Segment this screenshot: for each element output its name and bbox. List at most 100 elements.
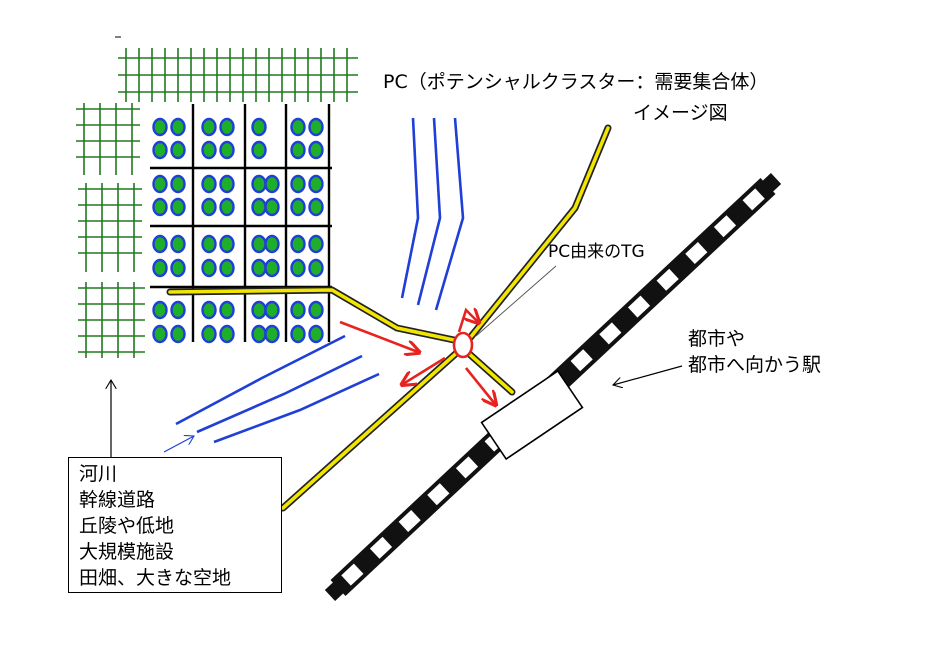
cluster-dot [264,174,280,194]
railway-tie [668,253,696,280]
cluster-dot [152,117,168,137]
cluster-dot [201,117,217,137]
cluster-dot [308,117,324,137]
station [480,369,584,461]
cluster-block-grid [150,104,332,342]
cluster-dot [251,140,267,160]
cluster-dot [219,258,235,278]
cluster-dot [152,197,168,217]
flow-arrow-down-left [403,356,446,384]
cluster-dot [264,234,280,254]
tg-node [452,331,474,359]
cluster-dot [170,117,186,137]
cluster-dot [251,117,267,137]
river-legend-arrow [163,436,194,453]
flow-arrow-to-station [464,367,495,404]
railway-tie [697,226,724,253]
cluster-dot [170,324,186,344]
flow-arrow-into-tg [339,320,418,352]
cluster-dot [290,300,306,320]
railway-tie [582,333,610,360]
cluster-dot [219,234,235,254]
railway-tie [640,280,667,307]
legend-box: 河川 幹線道路 丘陵や低地 大規模施設 田畑、大きな空地 [68,457,282,593]
cluster-dot [264,197,280,217]
cluster-dot [170,174,186,194]
cluster-dot [290,258,306,278]
cluster-dot [251,174,267,194]
cluster-dot [308,324,324,344]
cluster-dot [290,140,306,160]
station-label-line2: 都市へ向かう駅 [688,354,822,376]
cluster-dot [219,117,235,137]
cluster-dot [170,234,186,254]
arterial-road-network [166,124,612,512]
cluster-dot [251,324,267,344]
cluster-dot [290,324,306,344]
legend-item-large-facility: 大規模施設 [79,541,175,563]
cluster-dots [152,117,324,344]
cluster-dot [219,140,235,160]
cluster-dot [251,258,267,278]
railway-tie [353,548,380,575]
cluster-dot [219,300,235,320]
legend-item-hills-lowland: 丘陵や低地 [79,515,175,537]
station-label-line1: 都市や [688,328,746,350]
river-north [400,117,465,311]
cluster-dot [201,197,217,217]
field-grid-top [118,48,358,102]
station-label-pointer [613,365,683,385]
cluster-dot [201,258,217,278]
cluster-dot [308,140,324,160]
flow-arrows [339,307,495,404]
railway-tie [382,521,409,548]
railway-tie [439,467,466,494]
railway-tie [754,173,782,199]
cluster-dot [290,117,306,137]
cluster-dot [201,174,217,194]
cluster-dot [264,300,280,320]
railway-tie [611,307,638,333]
cluster-dot [219,174,235,194]
legend-item-arterial-road: 幹線道路 [79,489,156,511]
cluster-dot [219,324,235,344]
cluster-dot [308,197,324,217]
railway-tie [410,494,438,521]
cluster-dot [201,234,217,254]
tg-label-pointer [475,265,557,337]
cluster-dot [201,140,217,160]
tg-label: PC由来のTG [548,242,645,262]
cluster-dot [308,174,324,194]
cluster-dot [201,324,217,344]
diagram-title-line2: イメージ図 [633,102,728,124]
cluster-dot [251,197,267,217]
field-grid-left [76,103,145,358]
railway-tie [324,575,352,601]
railway-tie [726,199,753,226]
cluster-dot [152,234,168,254]
cluster-dot [290,197,306,217]
cluster-dot [170,197,186,217]
cluster-dot [219,197,235,217]
cluster-dot [308,258,324,278]
legend-item-fields-open-land: 田畑、大きな空地 [79,567,232,589]
cluster-dot [170,258,186,278]
cluster-dot [290,174,306,194]
cluster-dot [264,258,280,278]
cluster-dot [170,140,186,160]
cluster-dot [152,174,168,194]
cluster-dot [152,140,168,160]
cluster-dot [264,324,280,344]
cluster-dot [308,234,324,254]
legend-item-river: 河川 [79,463,118,485]
cluster-dot [152,300,168,320]
cluster-dot [152,258,168,278]
river-southwest [175,334,380,444]
cluster-dot [170,300,186,320]
cluster-dot [290,234,306,254]
diagram-title-line1: PC（ポテンシャルクラスター：需要集合体） [383,71,769,93]
cluster-dot [308,300,324,320]
railway-tie [468,441,495,467]
cluster-dot [251,300,267,320]
